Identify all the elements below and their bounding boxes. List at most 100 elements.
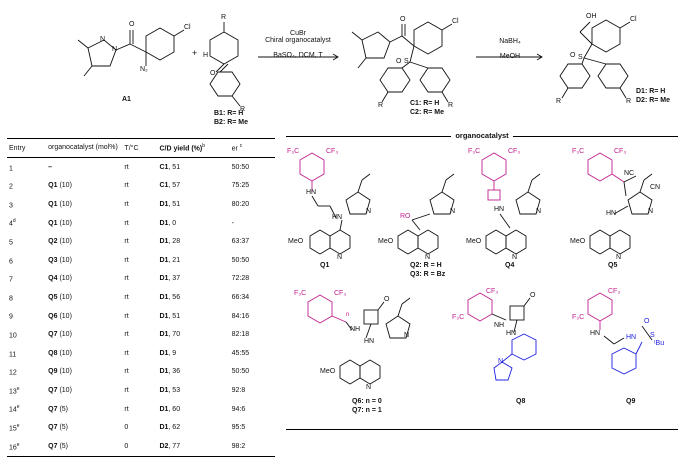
catalyst-loading: (10) (59, 238, 72, 246)
n-label: N (512, 254, 518, 261)
col-entry: Entry (9, 144, 26, 152)
label-d2: D2: R= Me (636, 97, 671, 104)
yield-value: 53 (172, 386, 181, 394)
cf3-label: CF₃ (326, 148, 339, 155)
cell-entry: 1 (9, 164, 13, 172)
cell-yield: D1, 70 (159, 331, 181, 339)
meo-label: MeO (466, 238, 482, 245)
atom-r: R (448, 102, 454, 109)
yield-value: 70 (172, 331, 181, 339)
cell-er: 95:5 (231, 424, 246, 432)
product-id: D1 (159, 386, 169, 394)
table-header-row: Entry organocatalyst (mol%) T/°C C/D yie… (7, 138, 275, 158)
product-id: D1 (159, 219, 169, 227)
cell-entry: 8 (9, 295, 13, 303)
entry-footnote: e (16, 441, 20, 448)
tbu-label: ᵗBu (654, 340, 665, 347)
n-label: N (450, 208, 456, 215)
label-q4: Q4 (505, 262, 515, 269)
structure-q8 (467, 292, 493, 322)
catalyst-id: Q8 (48, 349, 58, 357)
yield-value: 51 (172, 200, 181, 208)
atom-oh: OH (586, 13, 597, 20)
cell-yield: D1, 51 (159, 312, 181, 320)
ro-label: RO (400, 213, 411, 220)
product-id: C1 (159, 163, 169, 171)
product-id: D2 (159, 442, 169, 450)
catalyst-loading: (10) (59, 219, 72, 227)
cell-er: 80:20 (231, 200, 250, 208)
cell-entry: 3 (9, 202, 13, 210)
cell-catalyst: Q2 (10) (46, 232, 122, 251)
step2-conditions: NaBH₄ MeOH (480, 38, 540, 60)
cell-yield: D1, 9 (159, 349, 177, 357)
cell-entry: 9 (9, 313, 13, 321)
cell-catalyst: Q1 (10) (46, 177, 122, 196)
catalyst-id: Q7 (48, 386, 58, 394)
atom-o: O (570, 52, 576, 59)
meo-label: MeO (320, 368, 336, 375)
catalyst-id: Q7 (48, 405, 58, 413)
step1-additives: BaSO₄, DCM, T (273, 52, 323, 59)
cell-entry: 6 (9, 257, 13, 265)
cell-entry: 2 (9, 183, 13, 191)
nh-label: NH (350, 326, 361, 333)
cell-temperature: rt (124, 182, 129, 190)
atom-h: H (203, 52, 209, 59)
cell-yield: D1, 62 (159, 424, 181, 432)
cell-entry: 10 (9, 332, 17, 340)
yield-value: 62 (172, 424, 181, 432)
step1-conditions: CuBr Chiral organocatalyst BaSO₄, DCM, T (250, 30, 346, 59)
catalyst-loading: (5) (59, 405, 69, 413)
yield-value: 77 (172, 442, 181, 450)
structure-q2-q3 (397, 173, 455, 255)
atom-cl: Cl (630, 16, 637, 23)
cell-entry: 12 (9, 369, 17, 377)
cell-entry: 7 (9, 276, 13, 284)
yield-value: 9 (172, 349, 177, 357)
catalyst-loading: (10) (59, 368, 72, 376)
cell-temperature: rt (124, 219, 129, 227)
cell-temperature: 0 (124, 424, 129, 432)
structure-q9 (587, 292, 613, 330)
atom-cl: Cl (184, 24, 191, 31)
cf3-label: F₃C (468, 148, 481, 155)
yield-value: 60 (172, 405, 181, 413)
structure-q6-q7 (307, 294, 347, 324)
entry-footnote: e (16, 385, 20, 392)
cell-catalyst: Q5 (10) (46, 288, 122, 307)
atom-s: S (578, 54, 583, 61)
atom-o: O (396, 58, 402, 65)
n-label: N (648, 208, 654, 215)
o-label: O (384, 296, 390, 303)
hn-label: HN (590, 330, 601, 337)
catalyst-loading: (10) (59, 256, 72, 264)
catalyst-loading: (10) (59, 275, 72, 283)
structure-q1 (299, 152, 325, 192)
hn-label: HN (606, 210, 617, 217)
s-label: S (650, 332, 655, 339)
label-c2: C2: R= Me (410, 109, 445, 116)
yield-value: 57 (172, 182, 181, 190)
cell-yield: C1, 57 (159, 182, 181, 190)
atom-s: S (404, 58, 409, 65)
cf3-label: CF₃ (486, 288, 499, 295)
atom-r: R (626, 98, 632, 105)
catalyst-id: Q4 (48, 275, 58, 283)
product-id: D1 (159, 331, 169, 339)
label-a1: A1 (122, 96, 131, 103)
cell-catalyst: Q7 (10) (46, 381, 122, 400)
hn-label: HN (626, 334, 637, 341)
cf3-label: F₃C (452, 314, 465, 321)
entry-footnote: d (12, 218, 16, 225)
cell-entry: 11 (9, 350, 17, 358)
cell-er: 92:8 (231, 386, 246, 394)
label-c1: C1: R= H (410, 100, 440, 107)
cell-yield: D1, 60 (159, 405, 181, 413)
catalyst-id: Q6 (48, 312, 58, 320)
product-id: D1 (159, 200, 169, 208)
